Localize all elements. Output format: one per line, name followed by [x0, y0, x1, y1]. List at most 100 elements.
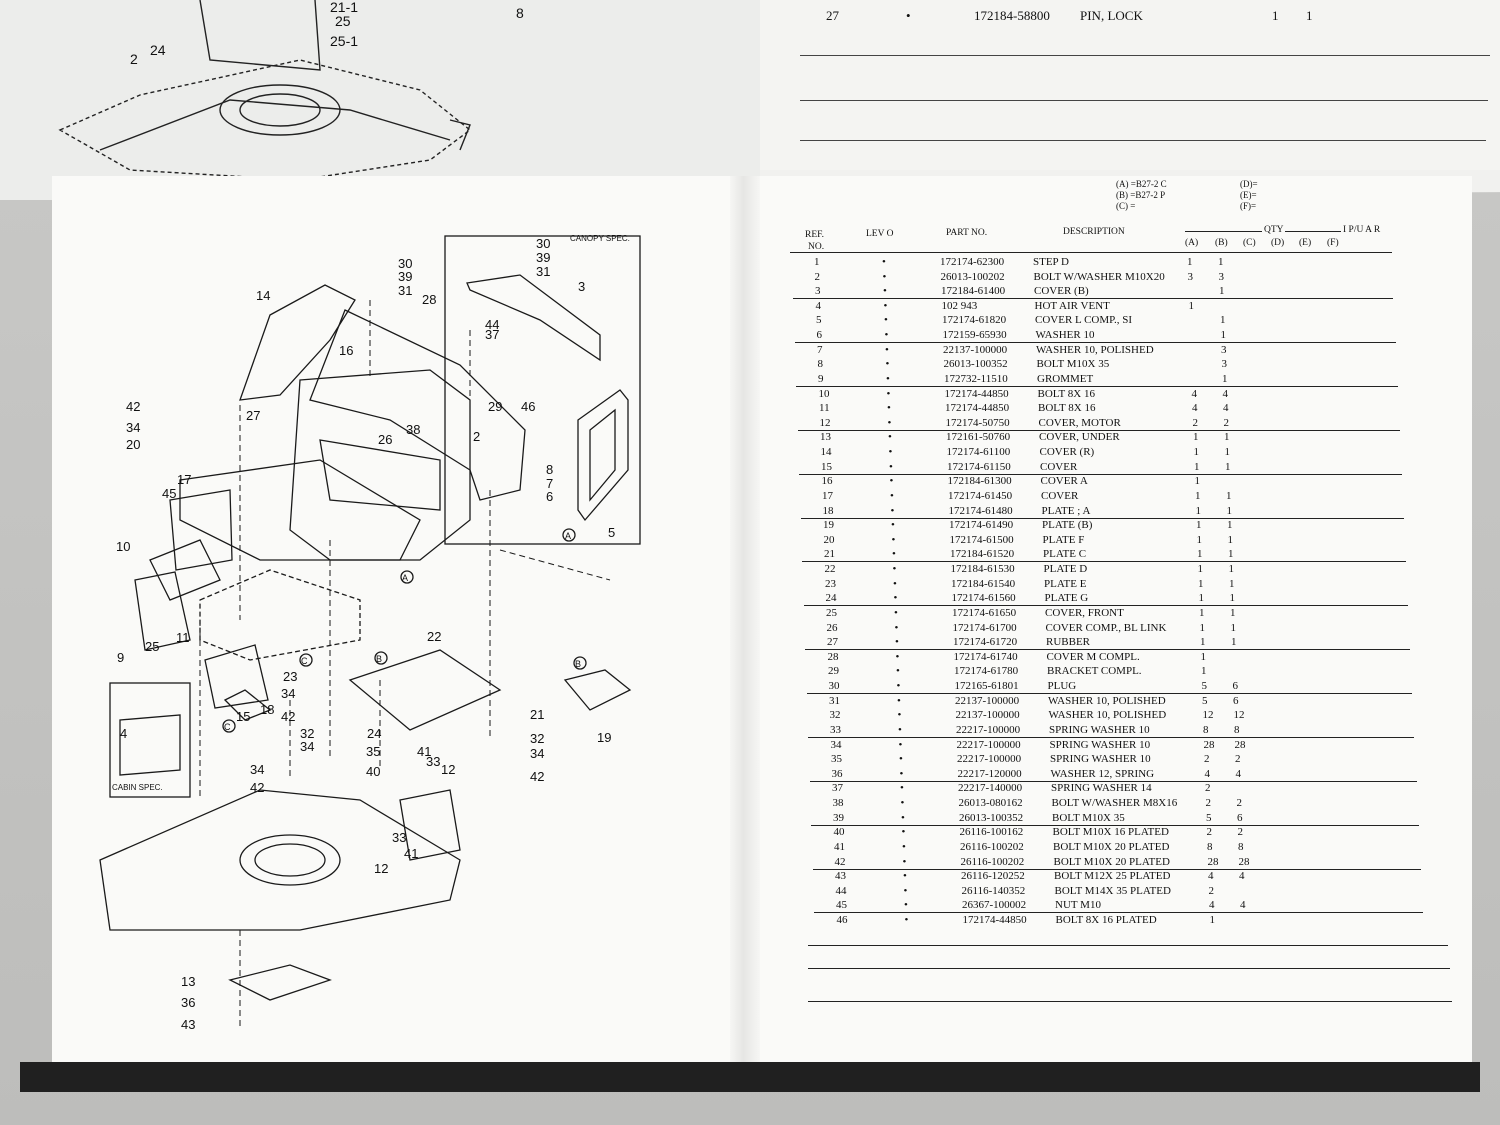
level-cell: •: [898, 723, 902, 736]
part-number-cell: 172174-61100: [946, 446, 1011, 459]
description-cell: COVER, FRONT: [1045, 606, 1124, 619]
qty-a-cell: 4: [1208, 870, 1214, 883]
part-number-cell: 22217-120000: [957, 767, 1022, 780]
description-cell: BOLT 8X 16 PLATED: [1055, 914, 1157, 926]
part-number-cell: 26116-100202: [960, 840, 1024, 853]
qty-b-cell: 4: [1235, 767, 1242, 780]
qty-a-cell: 4: [1192, 402, 1198, 415]
callout-8: 8: [546, 462, 553, 477]
part-number-cell: 172174-61780: [954, 665, 1019, 678]
callout-12b: 12: [374, 861, 388, 876]
previous-page-left: 21-1 25 25-1 24 2 8: [0, 0, 760, 200]
description-cell: COVER (R): [1039, 446, 1095, 459]
callout-5: 5: [608, 525, 615, 540]
part-number-cell: 172165-61801: [954, 680, 1019, 693]
exploded-parts-diagram: CANOPY SPEC. CABIN SPEC. 30 39 31 3 14 2…: [99, 234, 641, 1032]
group-rule: [809, 780, 1417, 782]
qty-a-cell: 2: [1208, 884, 1215, 897]
qty-b-cell: 2: [1235, 753, 1241, 766]
description-cell: BRACKET COMPL.: [1047, 665, 1142, 678]
qty-b-cell: 1: [1224, 446, 1231, 459]
prev-rule-1: [800, 55, 1490, 56]
qty-b-cell: 1: [1228, 563, 1235, 576]
qty-b-cell: 8: [1238, 840, 1244, 853]
qty-b-cell: 2: [1237, 826, 1244, 839]
level-cell: •: [886, 372, 890, 385]
level-cell: •: [893, 592, 898, 605]
qty-b-cell: 1: [1229, 577, 1235, 590]
ref-cell: 24: [825, 592, 837, 605]
ref-cell: 16: [821, 475, 833, 488]
ref-cell: 6: [816, 329, 823, 342]
header-col-f: (F): [1327, 238, 1339, 248]
qty-b-cell: 4: [1240, 899, 1246, 912]
qty-a-cell: 1: [1200, 650, 1207, 663]
qty-b-cell: 1: [1220, 329, 1227, 342]
ref-cell: 29: [828, 665, 839, 678]
level-cell: •: [893, 577, 897, 590]
description-cell: NUT M10: [1055, 899, 1101, 912]
callout-32a: 32: [300, 726, 314, 741]
part-number-cell: 172174-61820: [942, 314, 1007, 327]
description-cell: COVER A: [1040, 475, 1088, 488]
qty-rule-left: [1185, 231, 1262, 232]
callout-34e: 34: [250, 762, 264, 777]
group-rule: [805, 649, 1411, 651]
part-number-cell: 172174-44850: [945, 402, 1010, 415]
callout-31a: 31: [536, 264, 550, 279]
legend-e: (E)=: [1240, 190, 1257, 200]
ref-cell: 36: [831, 767, 843, 780]
ref-cell: 3: [815, 285, 821, 298]
qty-b-cell: 1: [1228, 548, 1234, 561]
qty-b-cell: 4: [1239, 870, 1245, 883]
qty-a-cell: 8: [1207, 840, 1213, 853]
qty-a-cell: 5: [1202, 694, 1208, 707]
description-cell: COVER, UNDER: [1039, 431, 1120, 444]
level-cell: •: [895, 650, 900, 663]
prev-desc: PIN, LOCK: [1080, 8, 1143, 23]
ref-cell: 15: [821, 460, 832, 473]
description-cell: PLATE G: [1044, 592, 1089, 605]
ref-cell: 33: [830, 723, 841, 736]
callout-42b: 42: [281, 709, 295, 724]
ref-cell: 1: [814, 256, 820, 268]
description-cell: BOLT M10X 20 PLATED: [1053, 855, 1170, 868]
blank-rule-3: [808, 1001, 1452, 1002]
qty-b-cell: 2: [1223, 416, 1230, 429]
part-number-cell: 22217-100000: [956, 723, 1021, 736]
callout-25: 25: [145, 639, 159, 654]
level-cell: •: [884, 329, 889, 342]
ref-cell: 31: [829, 694, 840, 707]
part-number-cell: 172184-61530: [950, 563, 1015, 576]
ref-cell: 41: [834, 840, 845, 853]
ref-cell: 44: [835, 884, 847, 897]
callout-12a: 12: [441, 762, 455, 777]
prev-callout-2: 2: [130, 51, 138, 67]
callout-35: 35: [366, 744, 380, 759]
part-number-cell: 102 943: [941, 299, 978, 312]
description-cell: COVER (B): [1034, 285, 1089, 298]
level-cell: •: [895, 636, 899, 649]
qty-a-cell: 1: [1196, 519, 1202, 532]
header-rule: [790, 252, 1392, 253]
level-cell: •: [883, 285, 887, 298]
prev-ref: 27: [826, 8, 839, 23]
qty-b-cell: 1: [1230, 606, 1236, 619]
callout-24: 24: [367, 726, 381, 741]
part-number-cell: 172174-61560: [951, 592, 1016, 605]
callout-39b: 39: [398, 269, 412, 284]
part-number-cell: 172732-11510: [944, 372, 1008, 385]
qty-a-cell: 8: [1203, 723, 1209, 736]
description-cell: BOLT W/WASHER M8X16: [1051, 797, 1178, 810]
qty-a-cell: 1: [1201, 665, 1207, 678]
ref-cell: 14: [820, 446, 832, 459]
qty-b-cell: 8: [1234, 723, 1240, 736]
qty-a-cell: 5: [1201, 680, 1208, 693]
qty-b-cell: 1: [1229, 592, 1236, 605]
